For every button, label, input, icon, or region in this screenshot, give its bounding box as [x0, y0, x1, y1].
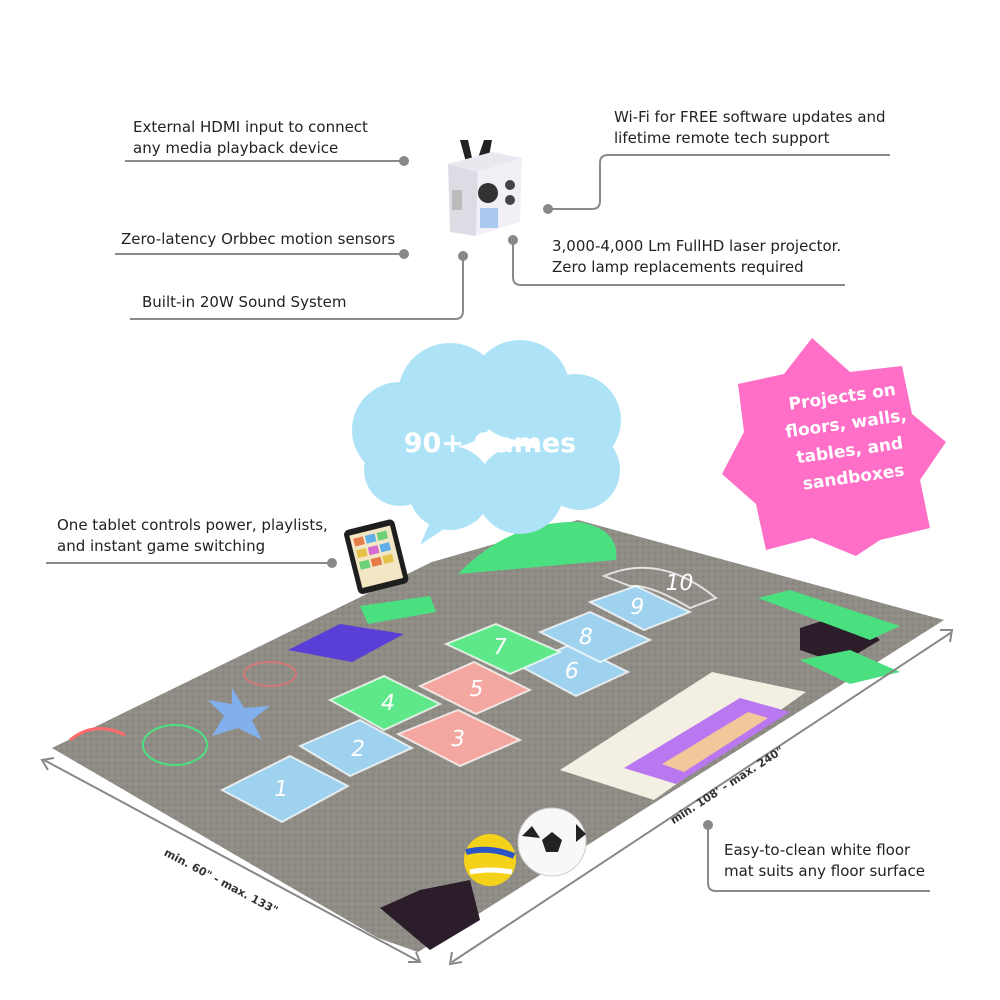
tile-label-8: 8: [576, 624, 595, 650]
tile-7: [443, 622, 563, 676]
green-semicircle: [458, 521, 617, 574]
soccer-ball: [517, 807, 587, 877]
hdmi-label: External HDMI input to connect any media…: [133, 118, 368, 157]
projector-label: 3,000-4,000 Lm FullHD laser projector. Z…: [552, 237, 842, 276]
tile-label-1: 1: [272, 776, 291, 802]
games-cloud-text: 90+ Games: [403, 428, 577, 459]
tablet-label: One tablet controls power, playlists, an…: [57, 516, 328, 555]
tile-10: [601, 566, 718, 610]
sensors-label: Zero-latency Orbbec motion sensors: [121, 230, 396, 248]
tile-8: [537, 610, 653, 664]
tile-9: [587, 584, 693, 632]
star-doodle: [208, 688, 270, 740]
sound-label: Built-in 20W Sound System: [142, 293, 347, 311]
wifi-dot: [543, 204, 553, 214]
projector-dot: [508, 235, 518, 245]
mat-dot: [703, 820, 713, 830]
mat-label: Easy-to-clean white floor mat suits any …: [724, 841, 925, 880]
tile-label-6: 6: [562, 658, 581, 684]
tile-label-10: 10: [663, 570, 696, 596]
tile-label-9: 9: [628, 594, 647, 620]
tile-3: [395, 708, 523, 768]
hdmi-dot: [399, 156, 409, 166]
tile-label-3: 3: [448, 726, 467, 752]
sound-dot: [458, 251, 468, 261]
wifi-label: Wi-Fi for FREE software updates and life…: [614, 108, 886, 147]
tablet-dot: [327, 558, 337, 568]
tile-label-2: 2: [349, 736, 368, 762]
hopscotch-grid: [219, 566, 718, 824]
tile-5: [417, 660, 533, 716]
tile-label-4: 4: [379, 690, 398, 716]
tile-label-7: 7: [491, 634, 510, 660]
purple-block: [288, 624, 404, 662]
tile-2: [297, 718, 415, 778]
sensors-dot: [399, 249, 409, 259]
tile-1: [219, 754, 351, 824]
tile-4: [327, 674, 443, 732]
tile-label-5: 5: [467, 676, 486, 702]
volleyball: [464, 834, 516, 886]
